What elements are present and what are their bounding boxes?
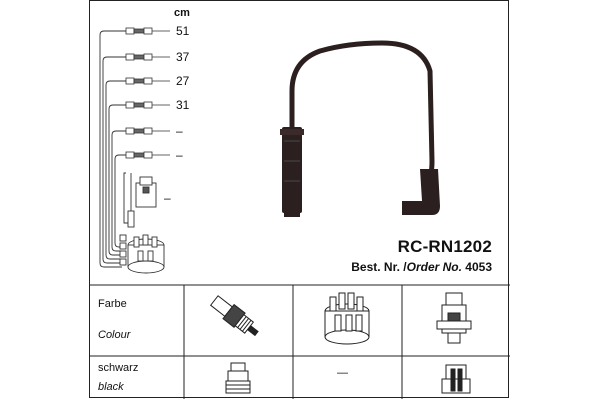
distributor-cap-icon [324,292,370,345]
coil-boot-icon [441,364,471,394]
cable-diagram [90,27,510,399]
main-cable-icon [280,40,440,217]
spark-plug-icon [209,295,259,337]
color-value-de: schwarz [98,362,139,374]
ignition-coil-icon [436,292,472,344]
length-label: 37 [176,50,190,64]
order-prefix: Best. Nr. / [351,260,407,274]
length-label: 31 [176,98,190,112]
length-label: – [164,191,171,205]
product-sheet: cm 51 37 27 31 – – – RC-RN1202 Best. Nr.… [89,0,510,399]
part-number: RC-RN1202 [397,237,492,256]
color-value-en: black [98,381,124,393]
coil-diagram-icon [127,173,157,228]
length-label: – [176,124,183,138]
color-label-en: Colour [98,329,131,341]
spark-plug-boot-icon [225,362,251,394]
length-label: 27 [176,74,190,88]
wire-bundle [99,30,128,268]
order-label: Order No. [406,260,462,274]
order-number: Best. Nr. /Order No. 4053 [351,260,492,274]
cap-placeholder: — [337,367,348,379]
order-value: 4053 [465,260,492,274]
unit-label: cm [174,7,190,19]
color-label-de: Farbe [98,298,127,310]
length-label: 51 [176,24,190,38]
length-label: – [176,148,183,162]
distributor-diagram-icon [119,234,165,274]
